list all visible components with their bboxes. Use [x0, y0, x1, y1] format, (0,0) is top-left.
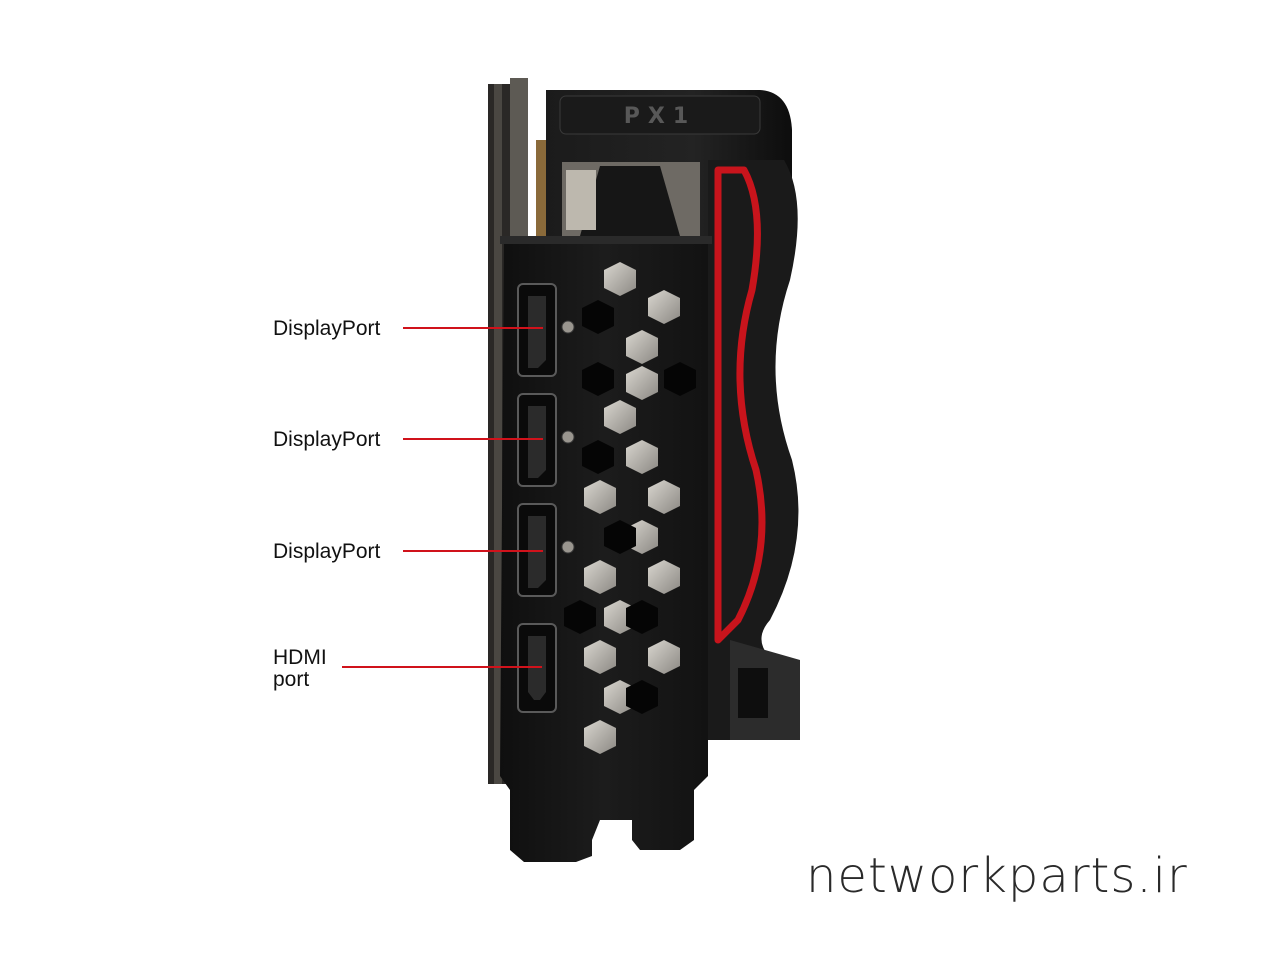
label-hdmi-line1: HDMI [273, 646, 327, 669]
shroud-logo: PX1 [624, 104, 696, 129]
leader-line-2 [403, 438, 543, 440]
bracket-screws [561, 320, 575, 554]
top-shroud: PX1 [546, 90, 792, 240]
label-displayport-2: DisplayPort [273, 428, 381, 451]
label-displayport-3: DisplayPort [273, 540, 381, 563]
leader-line-3 [403, 550, 543, 552]
port-hdmi [517, 623, 557, 713]
label-displayport-1: DisplayPort [273, 317, 381, 340]
watermark-text: networkparts.ir [806, 848, 1188, 904]
label-hdmi-line2: port [273, 668, 310, 691]
port-displayport-2 [517, 393, 557, 487]
leader-line-1 [403, 327, 543, 329]
port-displayport-1 [517, 283, 557, 377]
hex-vents [564, 262, 696, 754]
side-shroud [708, 160, 800, 740]
leader-line-4 [342, 666, 542, 668]
